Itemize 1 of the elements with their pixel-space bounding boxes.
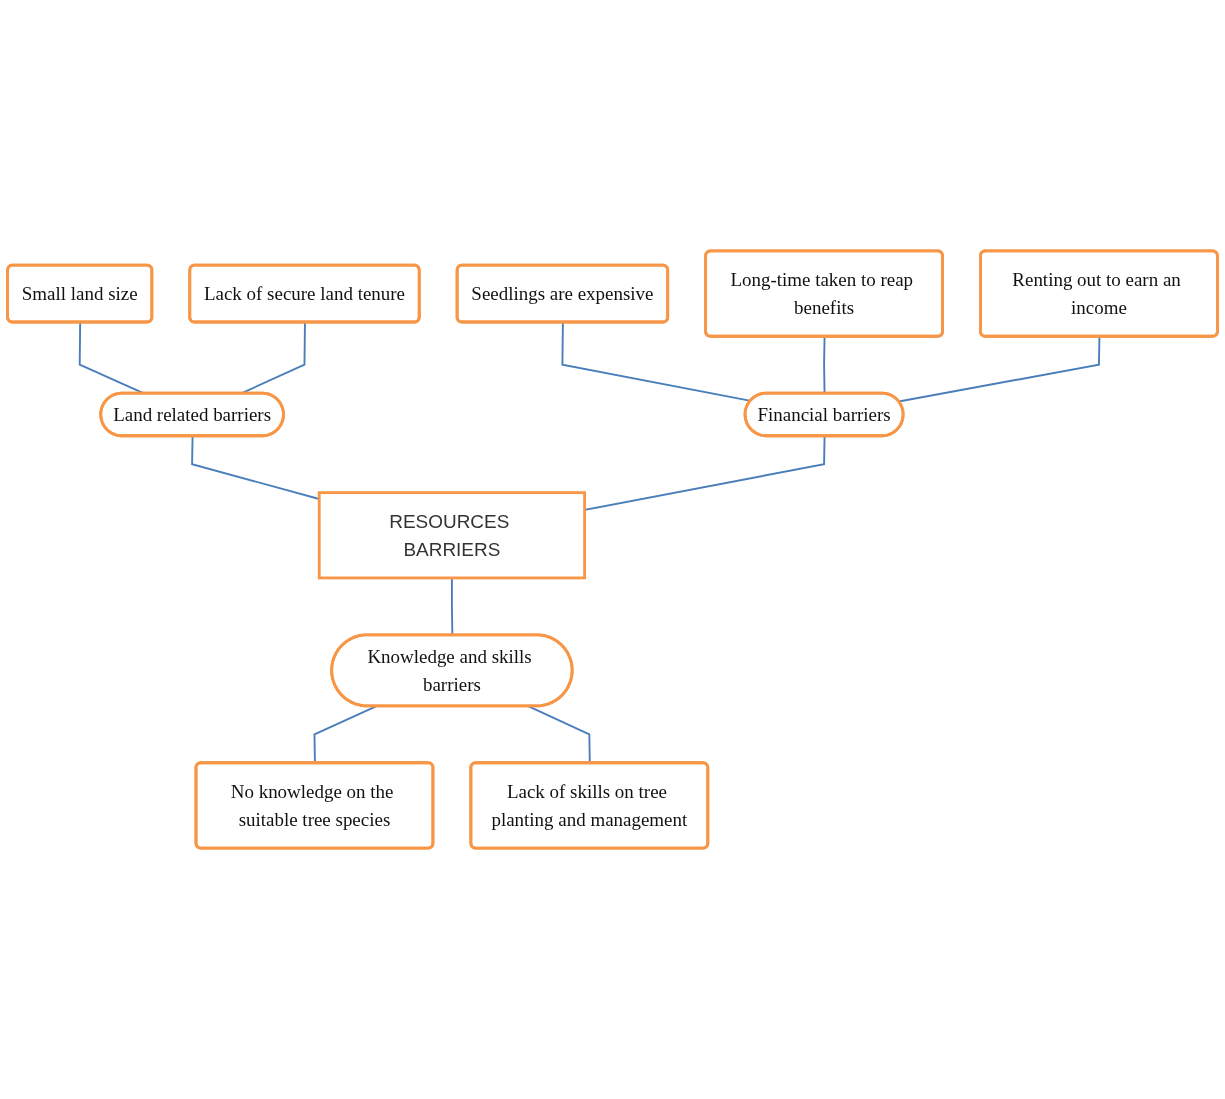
node-box: RESOURCES BARRIERS: [317, 491, 586, 580]
